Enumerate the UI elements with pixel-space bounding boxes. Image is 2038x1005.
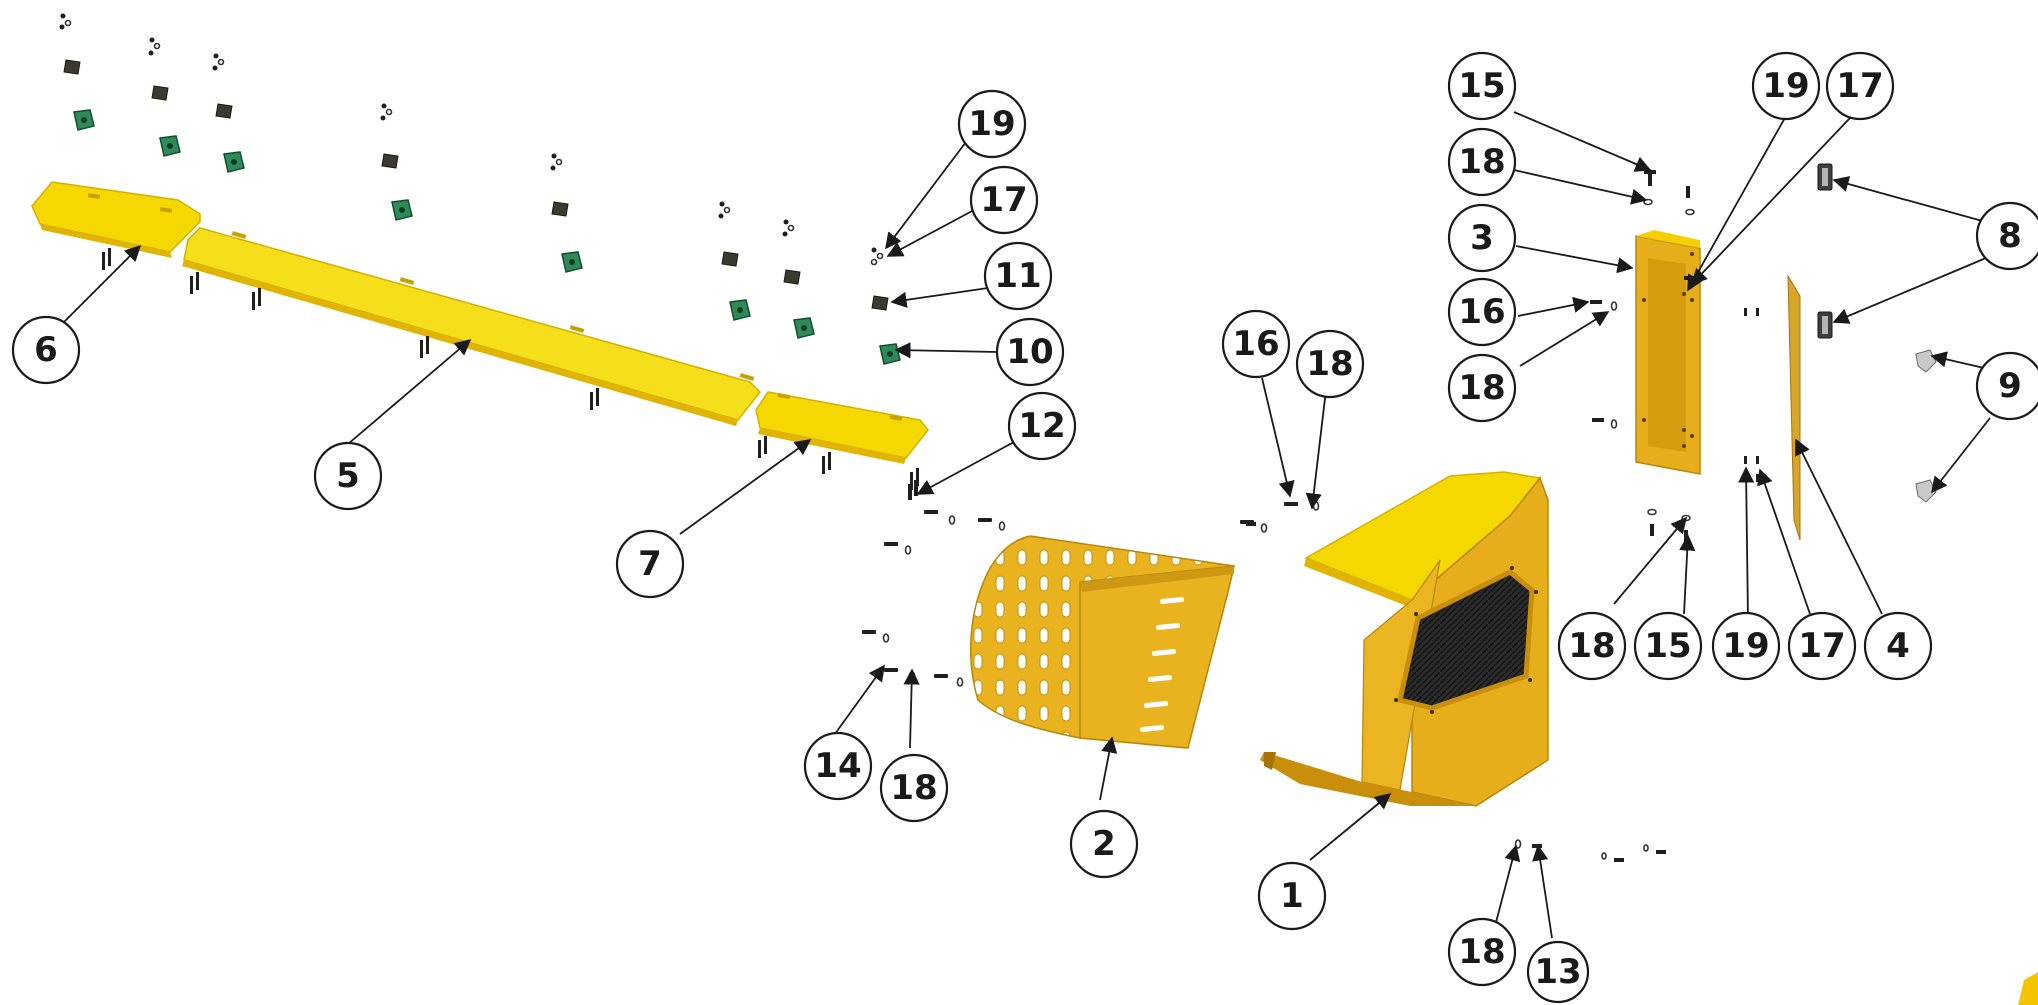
svg-text:19: 19 — [1762, 66, 1809, 106]
svg-text:3: 3 — [1470, 218, 1494, 258]
leader-lines — [63, 111, 1991, 939]
svg-text:13: 13 — [1534, 952, 1581, 992]
callout-2: 2 — [1069, 809, 1139, 879]
svg-text:6: 6 — [34, 330, 58, 370]
callout-19: 19 — [957, 89, 1027, 159]
svg-text:18: 18 — [1458, 142, 1505, 182]
part-4-thin-panel — [1787, 274, 1801, 541]
svg-text:18: 18 — [1458, 368, 1505, 408]
callout-9: 9 — [1975, 351, 2038, 421]
callout-17: 17 — [1787, 611, 1857, 681]
svg-text:2: 2 — [1092, 824, 1116, 864]
part-1-main-housing — [1260, 471, 1549, 807]
part-3-vertical-bracket — [1635, 230, 1701, 475]
callout-5: 5 — [313, 441, 383, 511]
callout-16: 16 — [1221, 309, 1291, 379]
svg-text:15: 15 — [1644, 626, 1691, 666]
svg-text:17: 17 — [980, 180, 1027, 220]
part-6-top-cover-left — [31, 181, 201, 258]
svg-text:19: 19 — [968, 104, 1015, 144]
brand-corner-mark — [2018, 972, 2038, 1005]
callout-11: 11 — [983, 241, 1053, 311]
callout-4: 4 — [1863, 611, 1933, 681]
callout-6: 6 — [11, 315, 81, 385]
callout-10: 10 — [995, 317, 1065, 387]
callout-18: 18 — [1447, 917, 1517, 987]
svg-text:16: 16 — [1232, 324, 1279, 364]
part-5-top-cover-middle — [182, 227, 762, 426]
svg-text:4: 4 — [1886, 626, 1910, 666]
callout-13: 13 — [1526, 940, 1590, 1004]
svg-text:10: 10 — [1006, 332, 1053, 372]
svg-text:5: 5 — [336, 456, 360, 496]
svg-text:1: 1 — [1280, 876, 1304, 916]
svg-text:17: 17 — [1798, 626, 1845, 666]
svg-text:7: 7 — [638, 544, 662, 584]
callout-16: 16 — [1447, 277, 1517, 347]
part-9-clips — [1915, 349, 1937, 503]
callout-17: 17 — [1825, 51, 1895, 121]
svg-text:14: 14 — [814, 746, 861, 786]
callouts: 6 5 7 19 17 11 10 12 14 18 2 1 16 18 15 … — [11, 51, 2038, 1004]
callout-8: 8 — [1975, 201, 2038, 271]
part-8-latches — [1817, 163, 1833, 339]
callout-17: 17 — [969, 165, 1039, 235]
svg-text:17: 17 — [1836, 66, 1883, 106]
callout-15: 15 — [1633, 611, 1703, 681]
svg-text:18: 18 — [1458, 932, 1505, 972]
callout-18: 18 — [1447, 353, 1517, 423]
callout-19: 19 — [1751, 51, 1821, 121]
svg-text:16: 16 — [1458, 292, 1505, 332]
part-7-top-cover-right — [755, 391, 929, 464]
callout-1: 1 — [1257, 861, 1327, 931]
callout-18: 18 — [879, 753, 949, 823]
svg-text:9: 9 — [1998, 366, 2022, 406]
callout-19: 19 — [1711, 611, 1781, 681]
part-2-perforated-guard — [969, 535, 1235, 749]
callout-12: 12 — [1007, 391, 1077, 461]
callout-18: 18 — [1295, 329, 1365, 399]
panel-hinge-bits — [1744, 308, 1759, 482]
svg-text:18: 18 — [1568, 626, 1615, 666]
svg-text:18: 18 — [890, 768, 937, 808]
svg-text:12: 12 — [1018, 406, 1065, 446]
svg-text:15: 15 — [1458, 66, 1505, 106]
svg-text:19: 19 — [1722, 626, 1769, 666]
mount-hardware-stacks — [59, 13, 901, 365]
callout-18: 18 — [1447, 127, 1517, 197]
callout-7: 7 — [615, 529, 685, 599]
callout-18: 18 — [1557, 611, 1627, 681]
svg-text:18: 18 — [1306, 344, 1353, 384]
callout-15: 15 — [1447, 51, 1517, 121]
svg-text:8: 8 — [1998, 216, 2022, 256]
callout-3: 3 — [1447, 203, 1517, 273]
svg-text:11: 11 — [994, 256, 1041, 296]
cover-bolts — [102, 248, 919, 490]
callout-14: 14 — [803, 731, 873, 801]
